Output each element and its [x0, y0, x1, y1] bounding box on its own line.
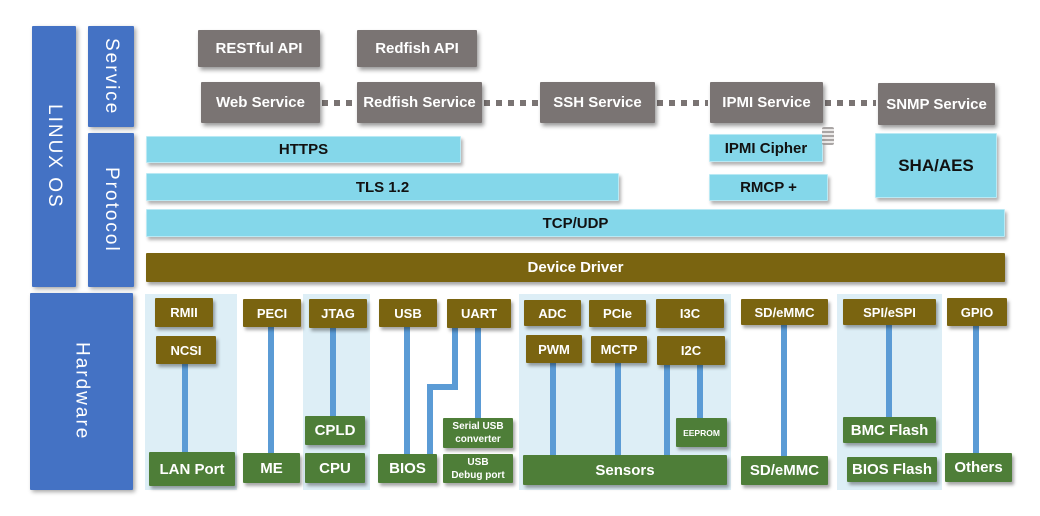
box-usb: USB — [379, 299, 437, 327]
box-cpld: CPLD — [305, 416, 365, 445]
box-ssh-service: SSH Service — [540, 82, 655, 123]
box-bmc-flash: BMC Flash — [843, 417, 936, 443]
box-gpio: GPIO — [947, 298, 1007, 326]
bar-device-driver: Device Driver — [146, 253, 1005, 282]
connector-peci-me — [268, 327, 274, 453]
box-me: ME — [243, 453, 300, 483]
box-sha-aes: SHA/AES — [875, 133, 997, 198]
box-pwm: PWM — [526, 335, 582, 363]
connector-pwm-sensors — [550, 363, 556, 455]
box-redfish-api: Redfish API — [357, 30, 477, 67]
box-lan-port: LAN Port — [149, 452, 235, 486]
connector-uart-bios-elbow — [427, 384, 458, 390]
box-i3c: I3C — [656, 299, 724, 328]
box-sdemmc-controller: SD/eMMC — [741, 299, 828, 325]
box-bios-flash: BIOS Flash — [847, 457, 937, 482]
box-cpu: CPU — [305, 453, 365, 483]
box-bios: BIOS — [378, 454, 437, 483]
box-uart: UART — [447, 299, 511, 328]
dotted-connector — [484, 100, 538, 106]
box-restful-api: RESTful API — [198, 30, 320, 67]
connector-ncsi-lanport — [182, 364, 188, 452]
rail-protocol: Protocol — [88, 133, 134, 287]
box-peci: PECI — [243, 299, 301, 327]
bar-tls: TLS 1.2 — [146, 173, 619, 201]
box-sdemmc-device: SD/eMMC — [741, 456, 828, 485]
box-others: Others — [945, 453, 1012, 482]
bar-https: HTTPS — [146, 136, 461, 163]
dotted-connector — [657, 100, 708, 106]
box-usb-debug-port: USB Debug port — [443, 454, 513, 483]
connector-i2c-eeprom — [697, 365, 703, 418]
box-jtag: JTAG — [309, 299, 367, 328]
box-rmcp: RMCP + — [709, 174, 828, 201]
box-rmii: RMII — [155, 298, 213, 327]
connector-sdemmc — [781, 325, 787, 456]
dotted-connector — [825, 100, 876, 106]
connector-mctp-sensors — [615, 363, 621, 455]
box-ipmi-service: IPMI Service — [710, 82, 823, 123]
box-serial-usb-converter: Serial USB converter — [443, 418, 513, 448]
connector-spi-bmcflash — [886, 325, 892, 417]
box-spi-espi: SPI/eSPI — [843, 299, 936, 325]
box-web-service: Web Service — [201, 82, 320, 123]
box-redfish-service: Redfish Service — [357, 82, 482, 123]
rail-linux-os: LINUX OS — [32, 26, 76, 287]
connector-jtag-cpld — [330, 328, 336, 416]
connector-i2c-sensors — [664, 365, 670, 455]
rail-service: Service — [88, 26, 134, 127]
box-ipmi-cipher: IPMI Cipher — [709, 134, 823, 162]
cipher-corner-icon — [822, 127, 834, 145]
box-adc: ADC — [524, 300, 581, 326]
box-sensors: Sensors — [523, 455, 727, 485]
connector-uart-bios-elbow — [427, 384, 433, 454]
box-ncsi: NCSI — [156, 336, 216, 364]
rail-hardware: Hardware — [30, 293, 133, 490]
box-snmp-service: SNMP Service — [878, 83, 995, 125]
connector-gpio-others — [973, 326, 979, 453]
box-eeprom: EEPROM — [676, 418, 727, 447]
box-i2c: I2C — [657, 336, 725, 365]
box-pcie: PCIe — [589, 300, 646, 327]
connector-uart-serialusb — [475, 328, 481, 418]
connector-usb-bios — [404, 327, 410, 454]
bar-tcp-udp: TCP/UDP — [146, 209, 1005, 237]
connector-uart-bios-elbow — [452, 328, 458, 390]
box-mctp: MCTP — [591, 336, 647, 363]
dotted-connector — [322, 100, 355, 106]
